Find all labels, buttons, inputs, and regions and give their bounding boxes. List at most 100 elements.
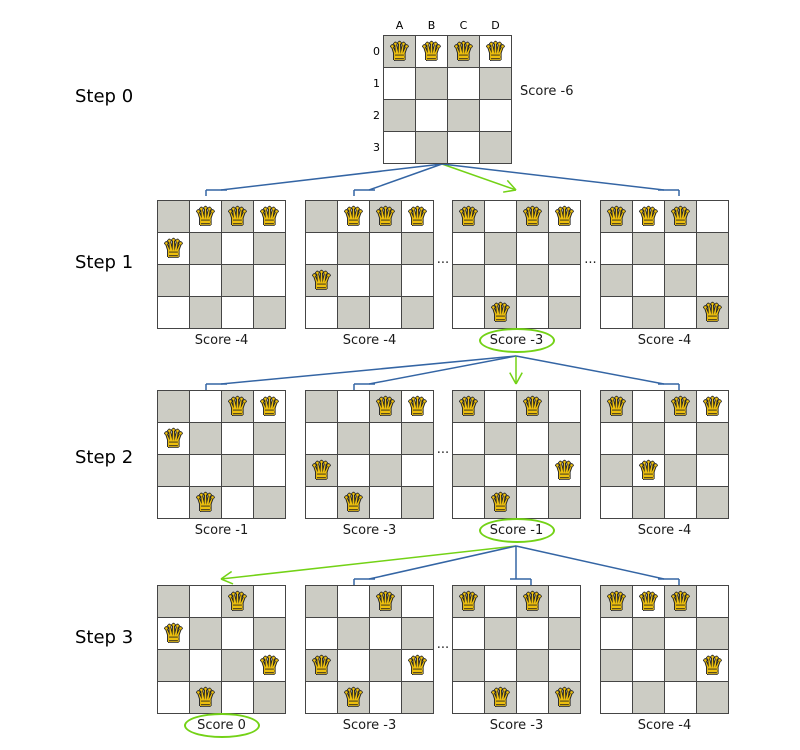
- queen-icon: ♛: [406, 202, 429, 231]
- score-label: Score -4: [342, 333, 397, 348]
- board-cell: [222, 682, 253, 713]
- board-cell: [306, 586, 337, 617]
- queen-icon: ♛: [553, 202, 576, 231]
- board-cell: [402, 487, 433, 518]
- selected-move-arrow: [220, 545, 517, 585]
- board-cell: ♛: [485, 682, 516, 713]
- board-cell: [517, 233, 548, 264]
- queen-icon: ♛: [162, 619, 185, 648]
- selected-move-arrow: [509, 356, 523, 385]
- board-cell: [517, 487, 548, 518]
- chessboard: ♛♛♛♛: [157, 585, 286, 714]
- queen-icon: ♛: [521, 392, 544, 421]
- board-cell: [338, 297, 369, 328]
- board-cell: [665, 297, 696, 328]
- chessboard: ♛♛♛♛: [452, 585, 581, 714]
- board-cell: ♛: [517, 201, 548, 232]
- queen-icon: ♛: [226, 202, 249, 231]
- queen-icon: ♛: [489, 298, 512, 327]
- board-cell: ♛: [453, 586, 484, 617]
- board-cell: [485, 586, 516, 617]
- board-cell: [453, 618, 484, 649]
- board-cell: [190, 618, 221, 649]
- board-cell: [665, 618, 696, 649]
- board-cell: [370, 265, 401, 296]
- chessboard: ♛♛♛♛: [157, 200, 286, 329]
- board-cell: [601, 297, 632, 328]
- board-cell: [665, 682, 696, 713]
- board-cell: [697, 487, 728, 518]
- board-cell: [448, 100, 479, 131]
- step-label-2: Step 2: [75, 447, 134, 468]
- board-cell: [190, 586, 221, 617]
- column-header: D: [491, 19, 500, 32]
- board-cell: [338, 391, 369, 422]
- board-cell: [453, 650, 484, 681]
- move-arrow: [205, 355, 517, 390]
- board-cell: ♛: [338, 201, 369, 232]
- board-cell: [306, 233, 337, 264]
- queen-icon: ♛: [388, 37, 411, 66]
- board-cell: [485, 650, 516, 681]
- queen-icon: ♛: [701, 651, 724, 680]
- board-cell: [633, 682, 664, 713]
- queen-icon: ♛: [406, 651, 429, 680]
- board-cell: [306, 297, 337, 328]
- board-cell: [158, 682, 189, 713]
- queen-icon: ♛: [701, 392, 724, 421]
- queen-icon: ♛: [605, 392, 628, 421]
- board-cell: [549, 391, 580, 422]
- board-cell: [338, 618, 369, 649]
- queen-icon: ♛: [669, 587, 692, 616]
- selected-score-ring: [478, 518, 555, 543]
- queen-icon: ♛: [605, 202, 628, 231]
- score-label: Score -4: [637, 523, 692, 538]
- queen-icon: ♛: [489, 683, 512, 712]
- selected-score-ring: [183, 713, 260, 738]
- board-cell: [485, 423, 516, 454]
- board-cell: [697, 201, 728, 232]
- board-cell: ♛: [665, 391, 696, 422]
- column-header: C: [459, 19, 468, 32]
- board-cell: [222, 265, 253, 296]
- board-cell: [601, 423, 632, 454]
- board-cell: ♛: [601, 391, 632, 422]
- board-cell: [601, 618, 632, 649]
- board-cell: [697, 233, 728, 264]
- queen-icon: ♛: [258, 392, 281, 421]
- board-cell: [222, 423, 253, 454]
- board-cell: ♛: [549, 682, 580, 713]
- board-cell: [453, 487, 484, 518]
- board-cell: [370, 682, 401, 713]
- board-cell: [370, 455, 401, 486]
- queen-icon: ♛: [374, 392, 397, 421]
- score-label: Score -3: [342, 718, 397, 733]
- score-label: Score -4: [637, 333, 692, 348]
- board-cell: [384, 100, 415, 131]
- board-cell: [254, 233, 285, 264]
- board-cell: [453, 682, 484, 713]
- board-cell: [384, 68, 415, 99]
- board-cell: [517, 650, 548, 681]
- board-cell: [402, 297, 433, 328]
- board-cell: [416, 100, 447, 131]
- queen-icon: ♛: [484, 37, 507, 66]
- queen-icon: ♛: [342, 683, 365, 712]
- board-cell: [306, 618, 337, 649]
- board-cell: ♛: [633, 586, 664, 617]
- board-cell: [402, 682, 433, 713]
- board-cell: [480, 132, 511, 163]
- board-cell: [633, 233, 664, 264]
- board-cell: [416, 68, 447, 99]
- board-cell: ♛: [601, 201, 632, 232]
- board-cell: [633, 391, 664, 422]
- queen-icon: ♛: [406, 392, 429, 421]
- board-cell: ♛: [306, 265, 337, 296]
- board-cell: [254, 423, 285, 454]
- board-cell: ♛: [633, 455, 664, 486]
- move-arrow: [441, 163, 680, 196]
- board-cell: [254, 586, 285, 617]
- board-cell: [665, 650, 696, 681]
- board-cell: [370, 618, 401, 649]
- board-cell: ♛: [633, 201, 664, 232]
